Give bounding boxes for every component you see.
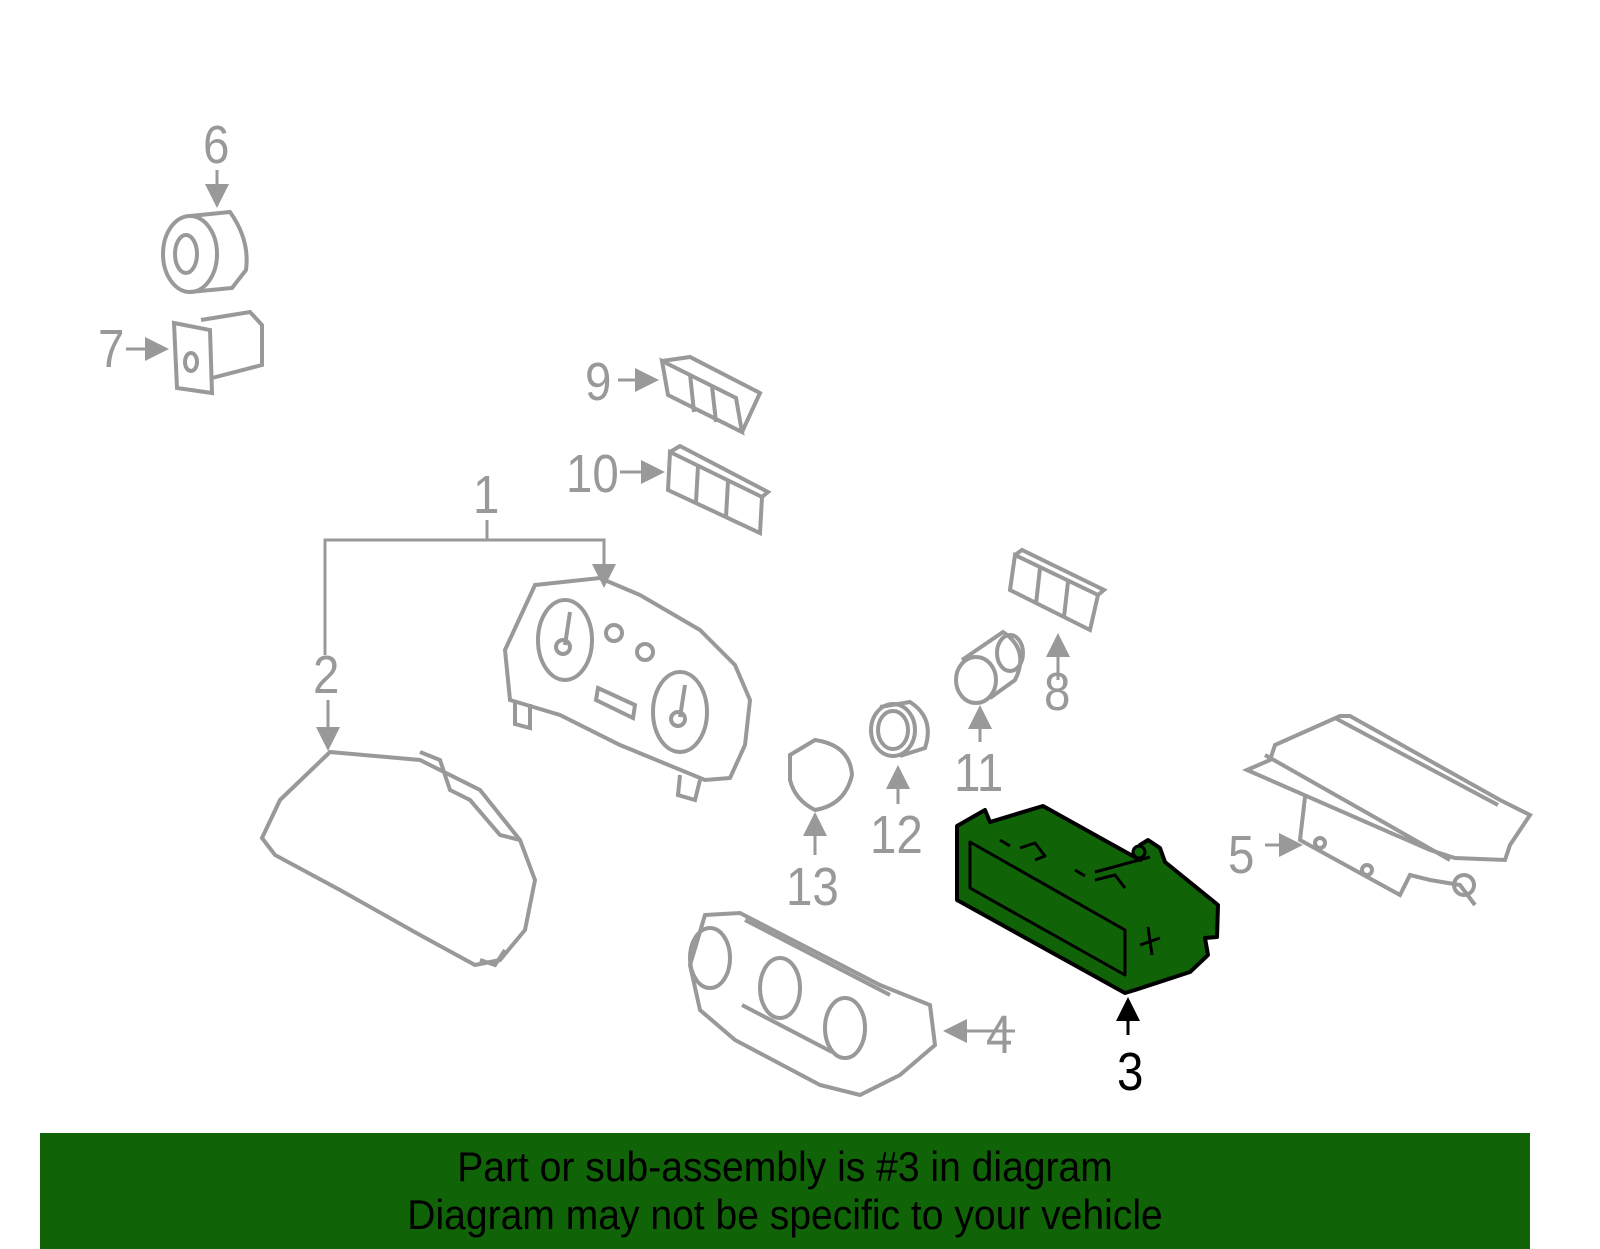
part-3-display-unit-selected[interactable] [955, 804, 1220, 1035]
callout-6[interactable]: 6 [203, 115, 230, 175]
part-8-switch-assembly[interactable] [1007, 547, 1108, 680]
callout-5[interactable]: 5 [1228, 825, 1255, 885]
callout-bracket-1-2 [316, 520, 616, 751]
part-2-cluster-lens[interactable] [259, 749, 538, 968]
info-banner: Part or sub-assembly is #3 in diagram Di… [40, 1133, 1530, 1249]
part-7-headlamp-switch[interactable] [126, 309, 264, 396]
banner-line-selected-part: Part or sub-assembly is #3 in diagram [457, 1143, 1113, 1190]
callout-13[interactable]: 13 [786, 857, 839, 917]
part-10-switch-assembly[interactable] [620, 443, 772, 537]
callout-3-selected[interactable]: 3 [1117, 1042, 1144, 1102]
part-9-switch-assembly[interactable] [618, 354, 763, 436]
part-13-knob[interactable] [788, 737, 855, 855]
callout-7[interactable]: 7 [98, 319, 125, 379]
callout-12[interactable]: 12 [870, 805, 923, 865]
part-5-center-console-bezel[interactable] [1241, 714, 1533, 907]
banner-line-disclaimer: Diagram may not be specific to your vehi… [407, 1191, 1163, 1238]
part-12-bezel-ring[interactable] [869, 699, 930, 804]
part-1-instrument-cluster[interactable] [502, 575, 753, 803]
part-11-socket[interactable] [954, 629, 1025, 742]
callout-8[interactable]: 8 [1044, 662, 1071, 722]
callout-1[interactable]: 1 [473, 465, 500, 525]
callout-2[interactable]: 2 [313, 645, 340, 705]
callout-9[interactable]: 9 [585, 352, 612, 412]
part-6-ignition-switch[interactable] [161, 170, 249, 294]
part-4-climate-control-panel[interactable] [687, 910, 1015, 1098]
callout-11[interactable]: 11 [954, 743, 1004, 803]
callout-10[interactable]: 10 [566, 444, 619, 504]
callout-4[interactable]: 4 [986, 1005, 1013, 1065]
